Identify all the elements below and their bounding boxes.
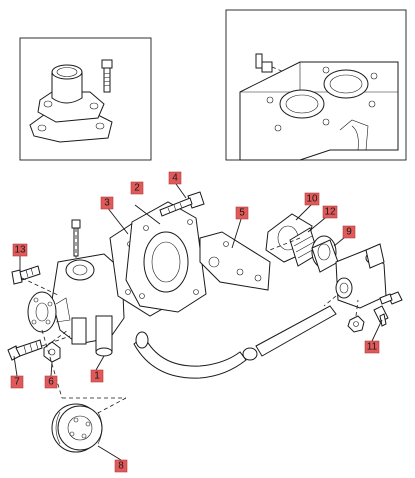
pulley-8 xyxy=(51,403,103,453)
inset-engine-block-detail xyxy=(225,9,407,161)
callout-11: 11 xyxy=(364,340,380,354)
water-pump-body xyxy=(51,253,125,357)
callout-9: 9 xyxy=(342,225,356,239)
pump-hub-flange xyxy=(27,291,71,333)
callout-label-7: 7 xyxy=(14,377,20,388)
callout-label-2: 2 xyxy=(134,183,140,194)
callout-8: 8 xyxy=(114,459,128,473)
sensor-11 xyxy=(373,305,389,327)
callout-13: 13 xyxy=(12,243,28,257)
pump-stud xyxy=(71,219,81,258)
callout-label-6: 6 xyxy=(48,377,54,388)
bypass-hose xyxy=(133,305,337,379)
callout-label-9: 9 xyxy=(346,227,352,238)
bolt-4 xyxy=(159,191,205,217)
housing-nut xyxy=(347,315,365,333)
bolt-7 xyxy=(7,339,43,361)
callout-label-3: 3 xyxy=(104,198,110,209)
callout-label-8: 8 xyxy=(118,461,124,472)
callout-2: 2 xyxy=(130,181,144,195)
thermostat-9 xyxy=(311,235,339,273)
inset-housing-detail xyxy=(19,37,152,161)
callout-3: 3 xyxy=(100,196,114,210)
callout-label-13: 13 xyxy=(14,245,26,256)
thermostat-seal-12 xyxy=(289,227,319,267)
callout-label-12: 12 xyxy=(324,207,336,218)
callout-7: 7 xyxy=(10,375,24,389)
pump-cover-plate xyxy=(125,201,207,313)
callout-label-10: 10 xyxy=(306,194,318,205)
callout-label-5: 5 xyxy=(239,208,245,219)
callout-5: 5 xyxy=(235,206,249,220)
callout-12: 12 xyxy=(322,205,338,219)
callout-label-11: 11 xyxy=(367,342,378,353)
callout-10: 10 xyxy=(304,192,320,206)
callout-1: 1 xyxy=(90,369,104,383)
callout-label-4: 4 xyxy=(172,173,178,184)
plate-gasket-5 xyxy=(199,231,271,291)
callout-6: 6 xyxy=(44,375,58,389)
housing-bolt xyxy=(379,291,403,305)
bolt-13 xyxy=(11,265,41,285)
callout-4: 4 xyxy=(168,171,182,185)
callout-label-1: 1 xyxy=(94,371,100,382)
thermostat-housing xyxy=(335,243,387,309)
